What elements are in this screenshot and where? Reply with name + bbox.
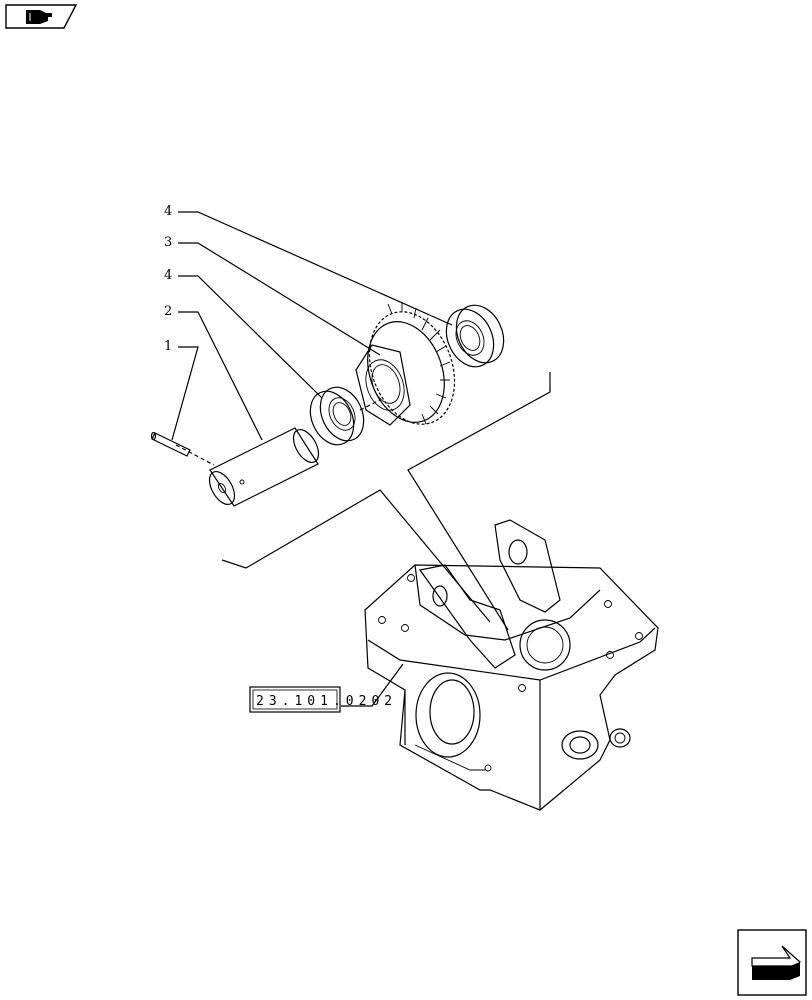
previous-page-button[interactable] [5,4,78,29]
gear-part [355,302,456,426]
leader-lines [171,211,453,466]
reference-code: 23.101.0202 [256,694,397,709]
reference-box[interactable]: 23.101.0202 [249,663,404,713]
hand-pointing-left-icon [26,10,52,24]
gearbox-housing [364,519,659,811]
callout-number: 4 [164,204,173,219]
next-page-button[interactable] [737,929,807,996]
exploded-view-bracket [221,372,551,631]
callout-number: 1 [164,339,173,354]
shaft-part [208,427,320,507]
bearing-part-upper [445,304,505,368]
bearing-part-lower [309,386,365,446]
callout-number: 2 [164,304,173,319]
pin-part [150,431,191,457]
page-turn-arrow-icon [751,945,801,980]
callout-number: 4 [164,268,173,283]
callout-number: 3 [164,235,173,250]
